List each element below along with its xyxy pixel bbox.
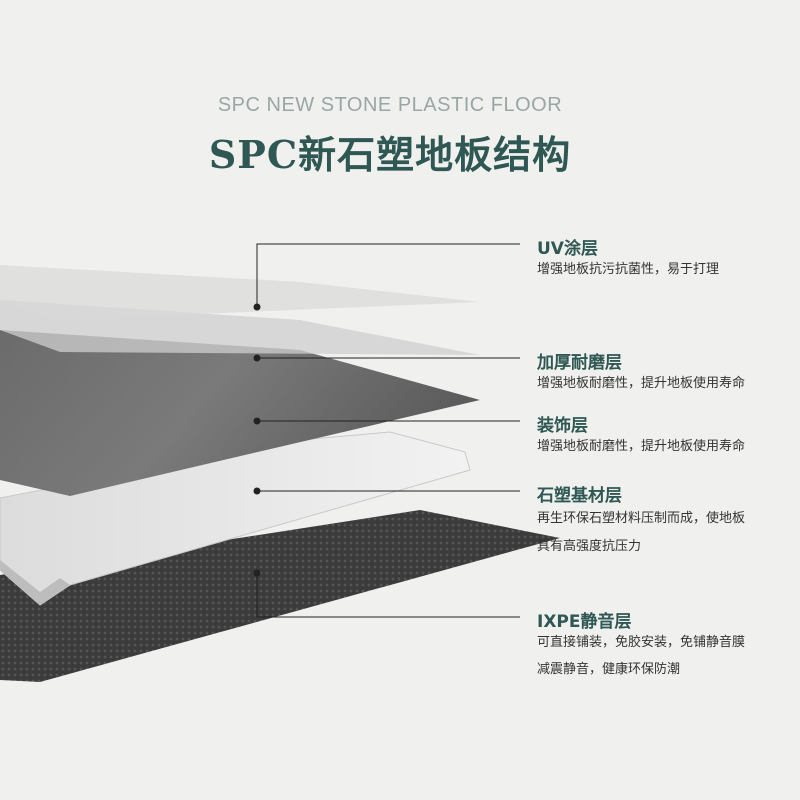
page-title: SPC新石塑地板结构 xyxy=(208,132,572,177)
leader-dot-decor xyxy=(253,417,261,425)
layer-label-base: 石塑基材层 xyxy=(537,486,622,506)
layer-label-decor: 装饰层 xyxy=(537,416,588,436)
leader-line-uv xyxy=(256,243,520,307)
leader-dot-ixpe xyxy=(253,569,261,577)
layer-label-wear: 加厚耐磨层 xyxy=(537,353,622,373)
leader-dot-uv xyxy=(253,303,261,311)
leader-dot-base xyxy=(253,487,261,495)
subtitle: SPC NEW STONE PLASTIC FLOOR xyxy=(217,94,563,116)
layer-desc-uv: 增强地板抗污抗菌性，易于打理 xyxy=(537,262,720,277)
decor-layer-shape xyxy=(0,330,480,496)
layer-desc-decor: 增强地板耐磨性，提升地板使用寿命 xyxy=(537,439,746,454)
layer-desc-base-1: 再生环保石塑材料压制而成，使地板 xyxy=(537,511,746,526)
ixpe-layer-shape xyxy=(0,510,560,682)
layer-desc-ixpe-1: 可直接铺装，免胶安装，免铺静音膜 xyxy=(537,635,746,650)
leader-line-ixpe xyxy=(256,573,520,618)
uv-layer-shape xyxy=(0,265,480,320)
layer-desc-ixpe-2: 减震静音，健康环保防潮 xyxy=(537,662,681,677)
spc-base-edge xyxy=(0,560,70,605)
layer-desc-base-2: 具有高强度抗压力 xyxy=(537,539,642,554)
leader-dot-wear xyxy=(253,354,261,362)
layer-desc-wear: 增强地板耐磨性，提升地板使用寿命 xyxy=(537,376,746,391)
layer-label-uv: UV涂层 xyxy=(537,239,598,259)
spc-base-layer-shape xyxy=(0,431,471,606)
layer-label-ixpe: IXPE静音层 xyxy=(537,612,632,632)
